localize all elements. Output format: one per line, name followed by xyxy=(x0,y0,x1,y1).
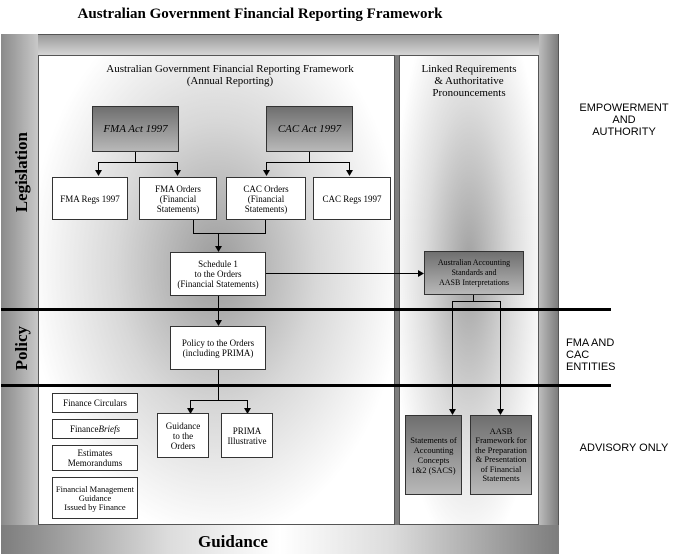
finance-briefs-prefix: Finance xyxy=(70,424,99,434)
connector xyxy=(309,152,310,162)
connector xyxy=(349,162,350,174)
connector xyxy=(98,162,99,174)
guidance-footer xyxy=(1,525,559,554)
node-policy-to-the-orders: Policy to the Orders (including PRIMA) xyxy=(170,326,266,370)
connector xyxy=(452,301,453,413)
node-cac-act: CAC Act 1997 xyxy=(266,106,353,152)
side-label-fma-cac: FMA AND CAC ENTITIES xyxy=(566,337,616,373)
connector xyxy=(218,296,219,325)
node-cac-orders: CAC Orders (Financial Statements) xyxy=(226,177,306,220)
connector xyxy=(247,400,248,412)
connector xyxy=(218,370,219,400)
right-band xyxy=(539,34,558,525)
connector xyxy=(98,162,178,163)
connector xyxy=(177,162,178,174)
side-label-empowerment: EMPOWERMENT AND AUTHORITY xyxy=(579,102,669,138)
node-guidance-to-the-orders: Guidance to the Orders xyxy=(157,413,209,458)
node-fma-act: FMA Act 1997 xyxy=(92,106,179,152)
node-fma-orders: FMA Orders (Financial Statements) xyxy=(139,177,217,220)
main-header: Australian Government Financial Reportin… xyxy=(106,63,354,87)
connector xyxy=(265,219,266,233)
node-estimates-memorandums: Estimates Memorandums xyxy=(52,445,138,471)
left-band xyxy=(1,34,38,525)
connector xyxy=(452,301,501,302)
node-fma-regs: FMA Regs 1997 xyxy=(52,177,128,220)
node-financial-management-guidance: Financial Management Guidance Issued by … xyxy=(52,477,138,519)
node-statements-of-accounting-concepts: Statements of Accounting Concepts 1&2 (S… xyxy=(405,415,462,495)
connector xyxy=(266,162,267,174)
node-aasb-framework: AASB Framework for the Preparation & Pre… xyxy=(470,415,532,495)
node-prima-illustrative: PRIMA Illustrative xyxy=(221,413,273,458)
connector xyxy=(190,400,248,401)
node-finance-circulars: Finance Circulars xyxy=(52,393,138,413)
connector xyxy=(266,162,350,163)
page-title: Australian Government Financial Reportin… xyxy=(77,6,443,22)
node-schedule-1: Schedule 1 to the Orders (Financial Stat… xyxy=(170,252,266,296)
node-cac-regs: CAC Regs 1997 xyxy=(313,177,391,220)
policy-divider-top xyxy=(1,308,611,311)
right-header: Linked Requirements & Authoritative Pron… xyxy=(421,63,517,99)
connector xyxy=(218,233,219,251)
policy-divider-bottom xyxy=(1,384,611,387)
connector xyxy=(193,233,266,234)
connector xyxy=(190,400,191,412)
connector xyxy=(135,152,136,162)
node-australian-accounting-standards: Australian Accounting Standards and AASB… xyxy=(424,251,524,295)
top-band xyxy=(38,35,539,55)
band-label-guidance: Guidance xyxy=(198,532,268,551)
finance-briefs-suffix: Briefs xyxy=(98,424,121,434)
side-label-advisory: ADVISORY ONLY xyxy=(579,442,669,454)
connector xyxy=(473,295,474,301)
connector xyxy=(266,273,418,274)
connector xyxy=(500,301,501,413)
connector xyxy=(193,219,194,233)
